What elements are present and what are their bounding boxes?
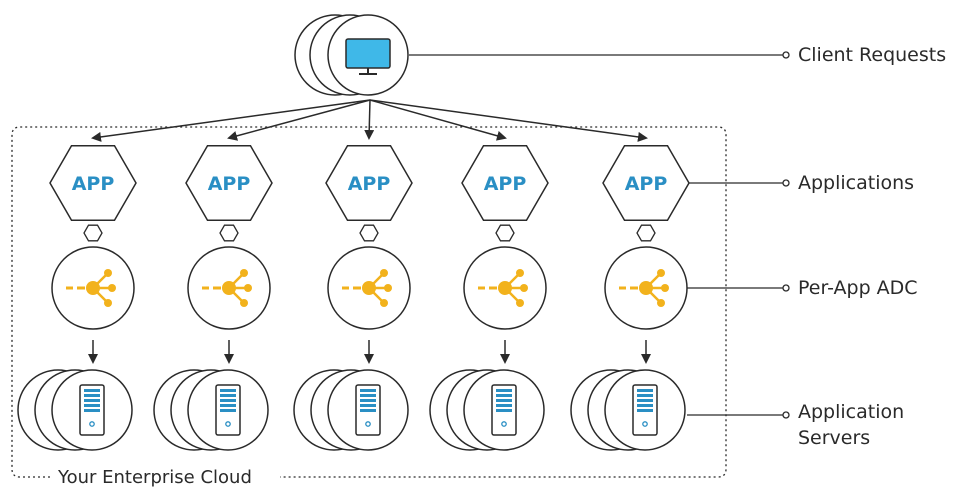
app-label: APP [484,173,527,195]
connector-hexagon [219,224,239,242]
connector-hexagon [636,224,656,242]
app-hexagon [49,145,137,221]
column-5: APP [369,99,690,451]
load-balancer-icon [342,269,392,307]
server-icon [355,384,381,436]
request-arrow [227,99,371,141]
load-balancer-icon [478,269,528,307]
request-arrow [364,99,375,140]
request-arrow [369,99,507,141]
applications-label: Applications [798,172,914,194]
load-balancer-icon [66,269,116,307]
request-arrow [91,99,371,142]
app-hexagon [602,145,690,221]
server-icon [491,384,517,436]
connector-hexagon [495,224,515,242]
column-3: APP [293,99,413,451]
connector-hexagon [83,224,103,242]
app-hexagon [325,145,413,221]
app-hexagon [185,145,273,221]
connector-hexagon [359,224,379,242]
monitor-icon [345,38,391,75]
column-4: APP [369,99,549,451]
load-balancer-icon [619,269,669,307]
application-servers-label-line1: Application [798,401,904,423]
per-app-adc-label: Per-App ADC [798,277,918,299]
app-label: APP [72,173,115,195]
server-icon [79,384,105,436]
column-2: APP [153,99,371,451]
server-icon [215,384,241,436]
load-balancer-icon [202,269,252,307]
client-requests-label: Client Requests [798,44,946,66]
server-icon [632,384,658,436]
app-label: APP [348,173,391,195]
app-label: APP [625,173,668,195]
columns-layer: APP APP APP APP APP [17,99,690,451]
column-1: APP [17,99,371,451]
client-stack [294,14,409,96]
application-servers-label-line2: Servers [798,427,870,449]
app-label: APP [208,173,251,195]
request-arrow [369,99,648,142]
app-hexagon [461,145,549,221]
enterprise-cloud-label: Your Enterprise Cloud [57,467,252,487]
label-connectors [409,51,790,419]
